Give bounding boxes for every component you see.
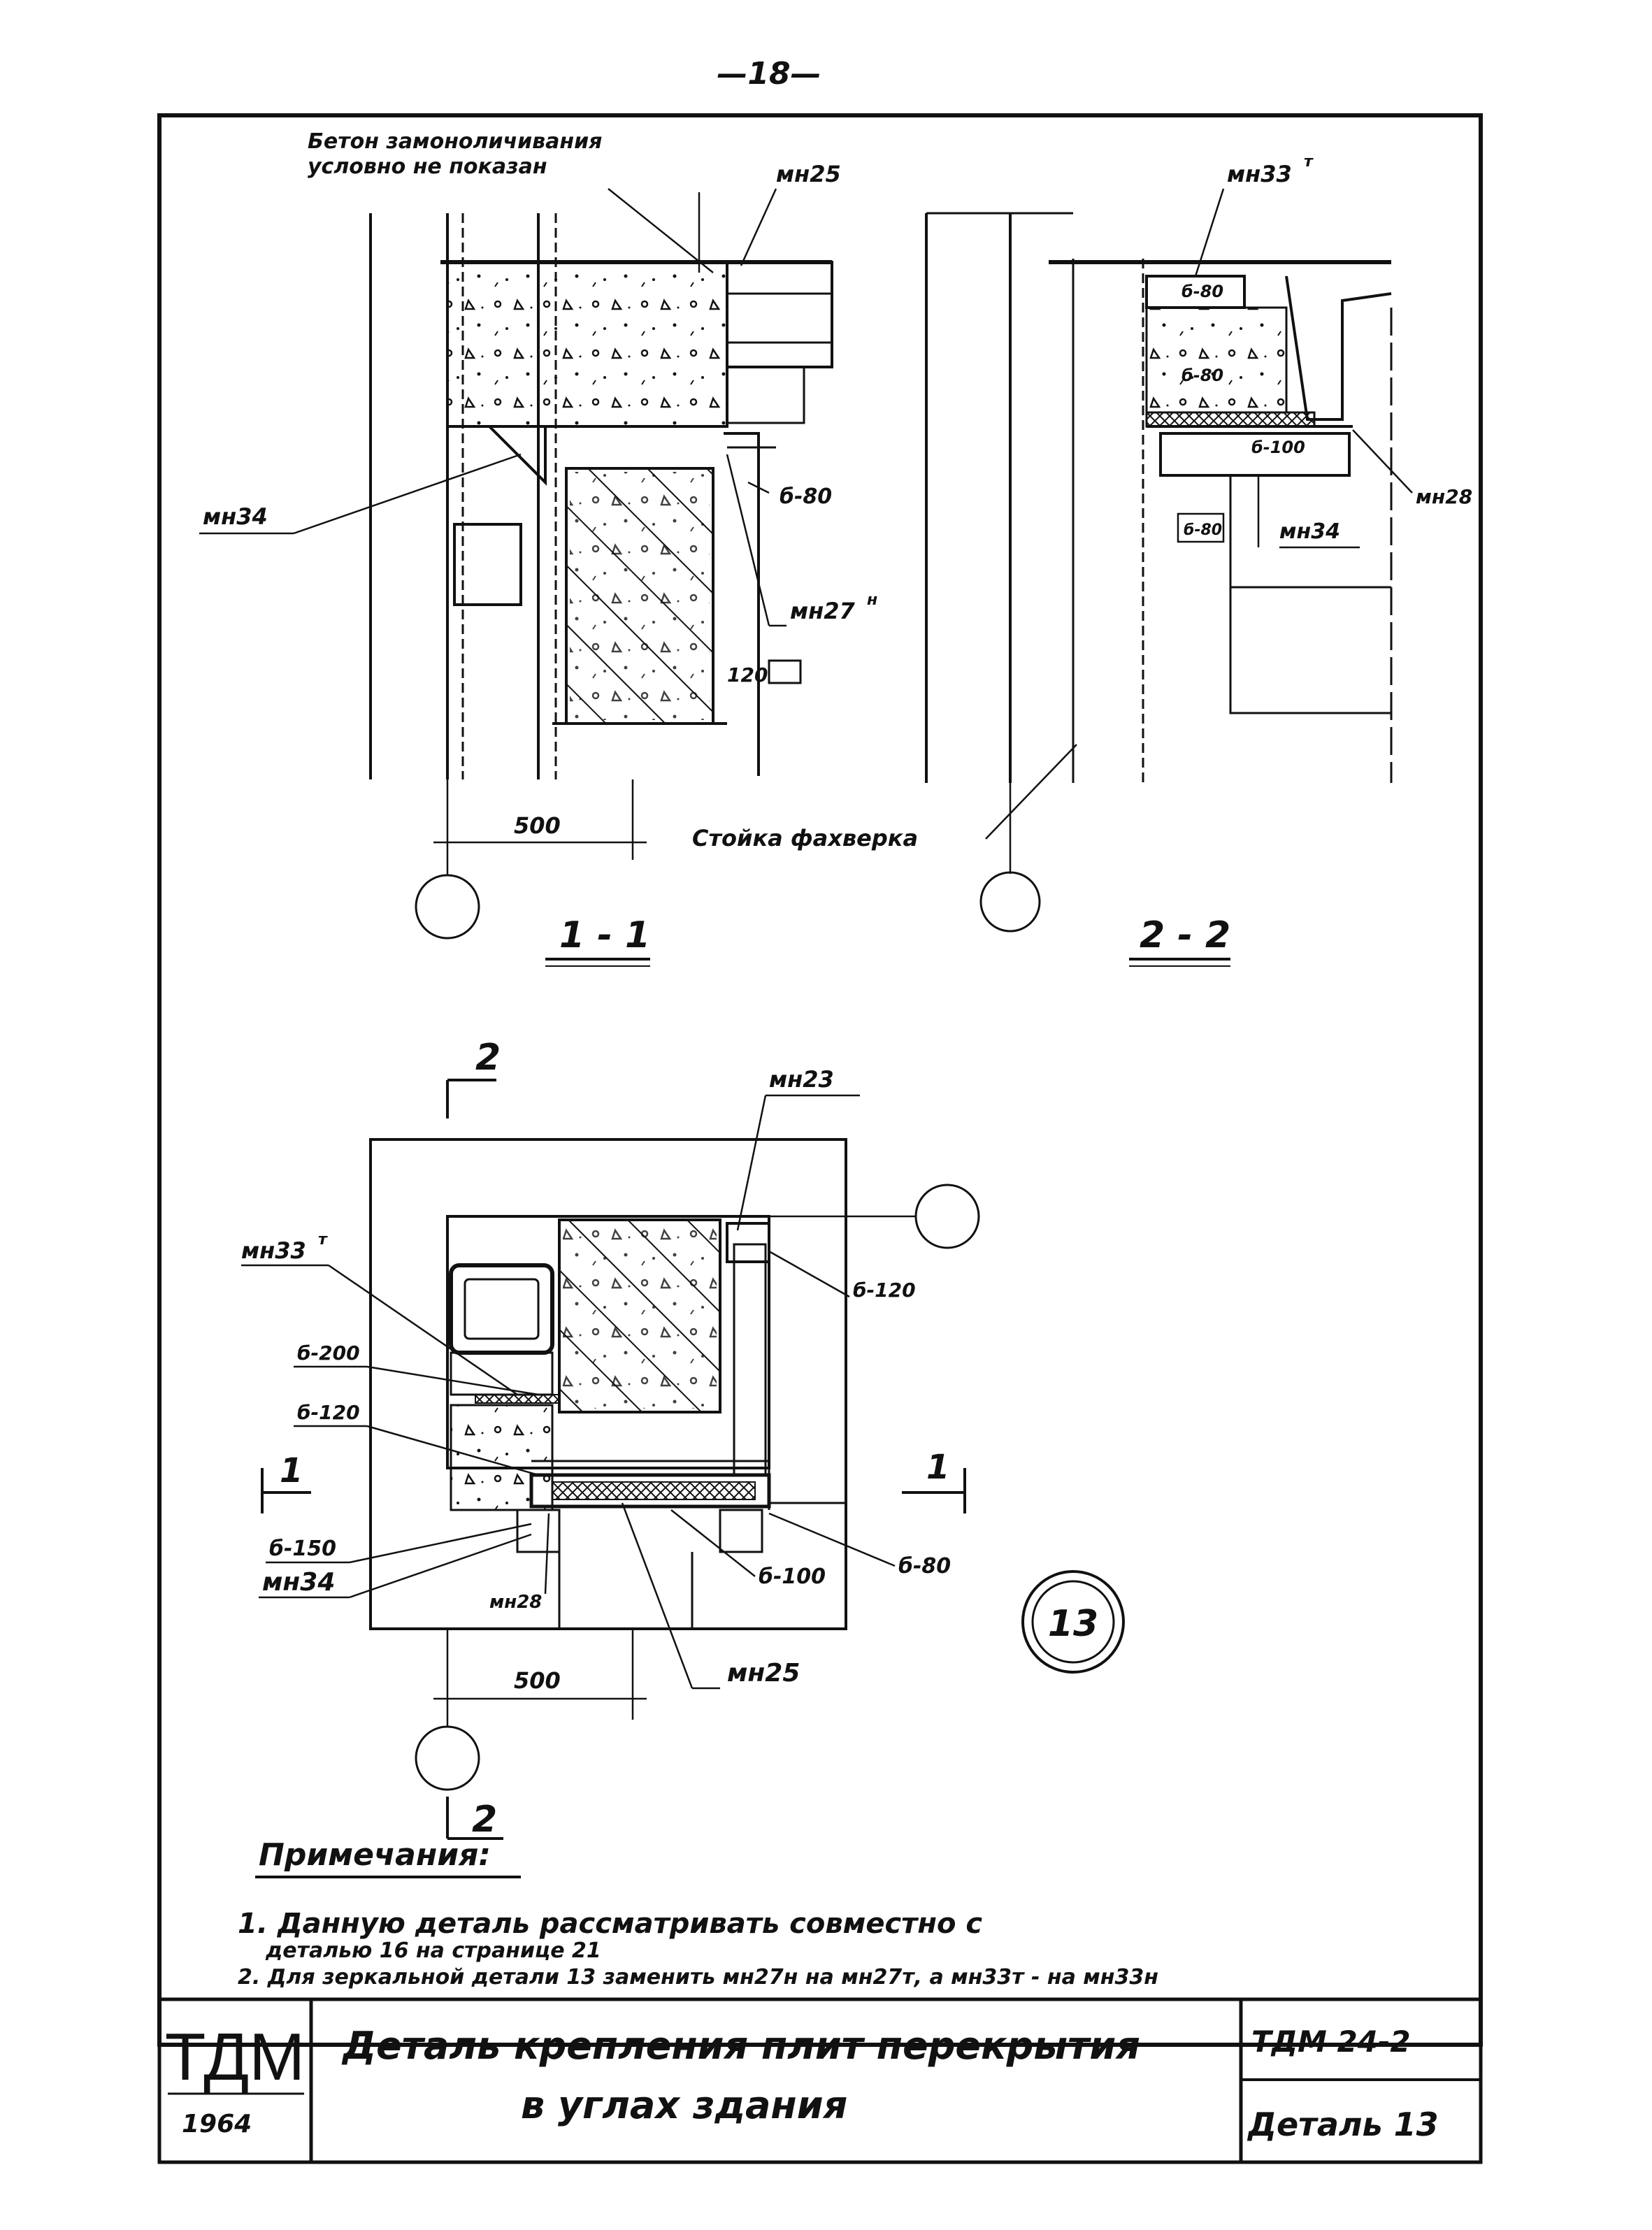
axis-bubble-plan-right	[914, 1184, 980, 1249]
label-b80-s1: б-80	[780, 484, 832, 509]
label-b80-plan: б-80	[898, 1554, 951, 1578]
section-1-1-title: 1 - 1	[559, 914, 650, 956]
detail-circle-outer	[1021, 1570, 1125, 1674]
dim-500-plan: 500	[514, 1667, 561, 1694]
year: 1964	[182, 2110, 252, 2138]
axis-bubble-s2	[979, 871, 1041, 933]
label-mn23: мн23	[769, 1066, 834, 1093]
cut-mark-1-left: 1	[280, 1451, 303, 1490]
concrete-note-line2: условно не показан	[308, 154, 547, 179]
label-mn34-plan: мн34	[262, 1568, 335, 1597]
label-mn33-plan: мн33	[241, 1237, 306, 1264]
label-mn33-s2: мн33	[1227, 161, 1292, 187]
label-mn25-plan: мн25	[727, 1659, 800, 1688]
label-mn33-sup-s2: т	[1304, 153, 1314, 171]
cut-mark-1-right: 1	[926, 1448, 949, 1487]
label-b120-left: б-120	[297, 1401, 360, 1424]
section-2-2: мн33 т б-80 б-80 б-100 б-80 мн34 мн28 2 …	[925, 153, 1472, 967]
detail-circle-inner	[1031, 1580, 1115, 1664]
dim-500-s1: 500	[514, 812, 561, 839]
note-line-1: 1. Данную деталь рассматривать совместно…	[238, 1908, 982, 1940]
page-number: —18—	[717, 56, 821, 92]
label-mn27-s1: мн27	[790, 598, 856, 624]
section-2-2-title: 2 - 2	[1140, 914, 1230, 956]
title-line-1: Деталь крепления плит перекрытия	[341, 2024, 1140, 2068]
detail-number: 13	[1048, 1603, 1098, 1645]
title-line-2: в углах здания	[521, 2083, 847, 2127]
plan-view: 2 1	[241, 1037, 1125, 1841]
cut-mark-2-bottom: 2	[472, 1799, 497, 1841]
sheet-frame	[157, 113, 1483, 2047]
label-mn25-s1: мн25	[776, 161, 841, 187]
label-b100-plan: б-100	[759, 1564, 826, 1589]
axis-bubble-s1	[415, 874, 480, 940]
label-mn33-sup-plan: т	[318, 1231, 328, 1249]
label-stoika: Стойка фахверка	[692, 825, 918, 851]
label-mn28-plan: мн28	[489, 1592, 542, 1613]
label-mn27-sup-s1: н	[867, 591, 877, 609]
doc-code: ТДМ 24-2	[1251, 2024, 1411, 2059]
label-b80-low-s2: б-80	[1184, 521, 1222, 539]
dim-120-s1: 120	[727, 663, 768, 686]
note-line-1b: деталью 16 на странице 21	[265, 1938, 601, 1963]
label-b80-mid-s2: б-80	[1181, 366, 1223, 385]
notes-heading: Примечания:	[259, 1837, 491, 1873]
label-b150: б-150	[269, 1537, 336, 1561]
label-mn28-s2: мн28	[1416, 485, 1472, 508]
label-b80-top-s2: б-80	[1181, 282, 1223, 301]
org-mark: ТДМ	[165, 2020, 305, 2094]
cut-mark-2-top: 2	[475, 1037, 501, 1079]
note-line-2: 2. Для зеркальной детали 13 заменить мн2…	[238, 1965, 1158, 1990]
notes: Примечания: 1. Данную деталь рассматрива…	[238, 1837, 1158, 1990]
axis-bubble-plan-bottom	[415, 1725, 480, 1791]
label-b120-right: б-120	[853, 1279, 916, 1302]
label-b200: б-200	[297, 1341, 360, 1365]
label-mn34-s1: мн34	[203, 503, 268, 530]
label-mn34-s2: мн34	[1279, 519, 1340, 544]
sheet-label: Деталь 13	[1247, 2106, 1439, 2143]
section-1-1: Бетон замоноличивания условно не показан…	[199, 129, 1077, 967]
label-b100-s2: б-100	[1251, 438, 1305, 457]
concrete-note-line1: Бетон замоноличивания	[308, 129, 602, 154]
title-block: ТДМ 1964 Деталь крепления плит перекрыти…	[157, 1997, 1483, 2164]
